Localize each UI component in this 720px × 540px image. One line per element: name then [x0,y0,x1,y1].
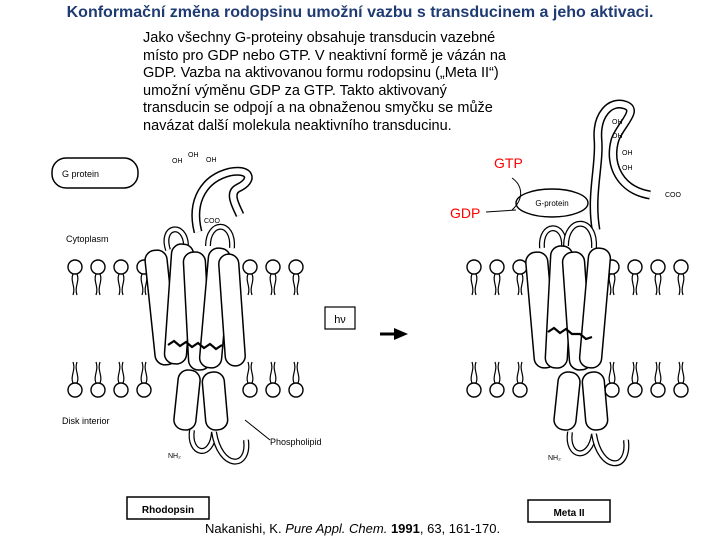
disk-interior-label: Disk interior [62,416,110,426]
rhodopsin-box [126,496,210,520]
citation-journal: Pure Appl. Chem. [285,521,388,536]
citation-rest: , 63, 161-170. [419,521,501,536]
citation-authors: Nakanishi, K. [205,521,286,536]
oh-label: OH [612,133,623,140]
nh2-label: NH₂ [168,453,181,460]
g-protein-oval-left [51,157,139,189]
light-activation: hν [324,306,408,340]
meta-ii-label: Meta II [553,508,584,519]
coo-label: COO [665,192,682,199]
paragraph-line: navázat další molekula neaktivního trans… [143,117,452,134]
retinal-left [167,339,223,351]
oh-label: OH [612,119,623,126]
page-title: Konformační změna rodopsinu umožní vazbu… [66,4,654,21]
meta-ii-structure: G-protein OH OH OH OH COO NH₂ Meta II [466,99,689,523]
oh-label: OH [622,165,633,172]
oh-label: OH [622,150,633,157]
helices-left [144,243,246,431]
oh-label: OH [172,158,183,165]
gtp-label: GTP [494,155,523,171]
oh-label: OH [188,152,199,159]
retinal-right [547,326,593,341]
rhodopsin-structure: OH OH OH COO NH₂ G protein Cytoplasm Dis… [51,152,322,520]
g-protein-oval-right [515,188,589,218]
paragraph-line: umožní výměnu GDP za GTP. Takto aktivova… [143,82,447,99]
gdp-pointer [485,209,517,213]
coo-label: COO [204,218,221,225]
rhodopsin-label: Rhodopsin [142,505,194,516]
meta-ii-box [527,499,611,523]
paragraph-line: Jako všechny G-proteiny obsahuje transdu… [143,30,496,46]
citation-year: 1991 [387,521,420,536]
phospholipid-label: Phospholipid [270,437,322,447]
hv-label: hν [334,314,346,326]
paragraph-line: místo pro GDP nebo GTP. V neaktivní form… [143,47,506,64]
explanation-paragraph: Jako všechny G-proteiny obsahuje transdu… [143,30,573,135]
g-protein-label-right: G-protein [535,199,568,208]
g-protein-label-left: G protein [62,169,99,179]
paragraph-line: GDP. Vazba na aktivovanou formu rodopsin… [143,65,499,81]
cytoplasm-label: Cytoplasm [66,234,109,244]
gdp-label: GDP [450,205,481,221]
oh-label: OH [206,157,217,164]
helices-right [525,245,612,431]
gtp-pointer [511,177,522,211]
citation: Nakanishi, K. Pure Appl. Chem. 1991, 63,… [205,521,500,536]
paragraph-line: transducin se odpojí a na obnaženou smyč… [143,100,493,116]
nh2-label: NH₂ [548,455,561,462]
